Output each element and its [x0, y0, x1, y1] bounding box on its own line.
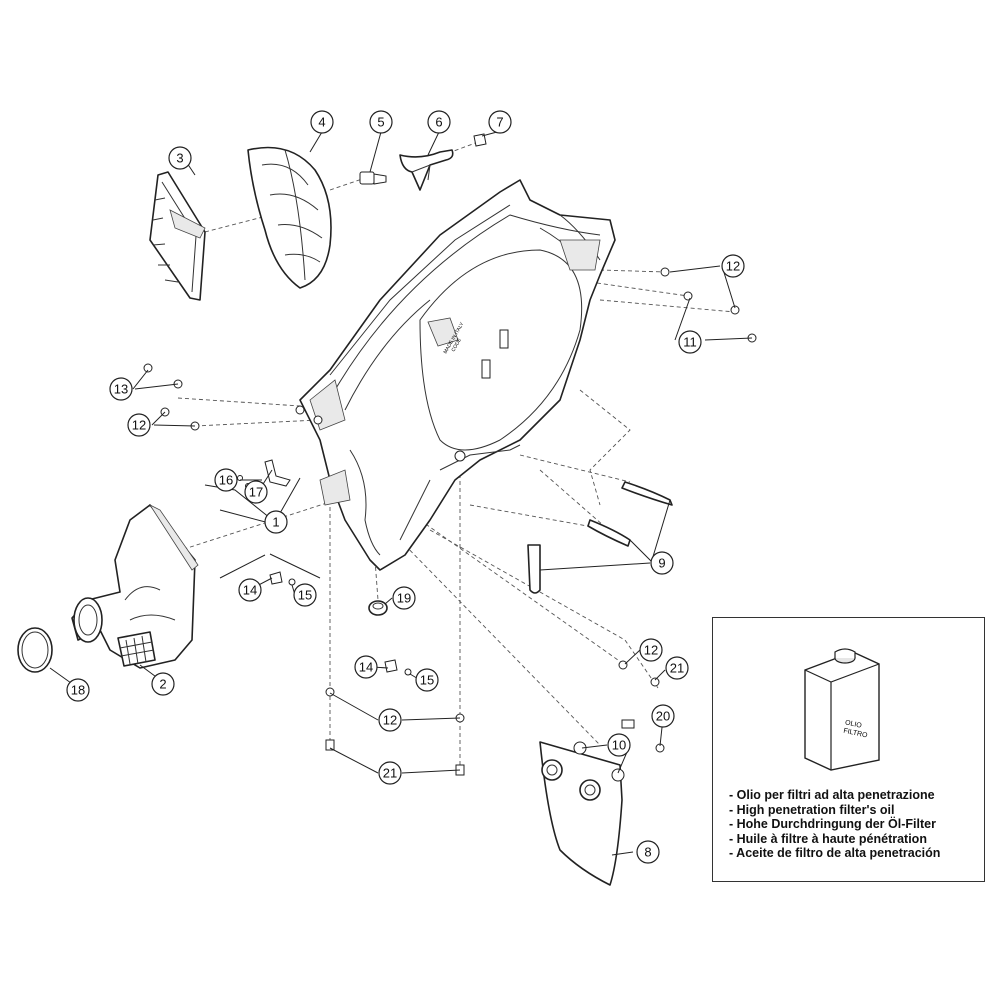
part-8-guard — [539, 741, 623, 886]
airbox-logo — [427, 317, 459, 347]
callout-1: 1 — [264, 510, 288, 534]
callout-3: 3 — [168, 146, 192, 170]
svg-text:19: 19 — [397, 591, 411, 606]
oil-can-label-line1: OLIO — [844, 719, 862, 729]
part-3-filter-cage — [149, 171, 206, 301]
callout-5: 5 — [369, 110, 393, 134]
callout-6: 6 — [427, 110, 451, 134]
callout-8: 8 — [636, 840, 660, 864]
callout-20: 20 — [651, 704, 675, 728]
callout-4: 4 — [310, 110, 334, 134]
note-line-es: - Aceite de filtro de alta penetración — [729, 846, 941, 861]
leader-lines — [49, 131, 753, 856]
callout-12-left: 12 — [127, 413, 151, 437]
part-4-air-filter — [247, 146, 332, 289]
part-5-screw — [359, 171, 387, 185]
svg-text:4: 4 — [318, 115, 325, 130]
note-line-fr: - Huile à filtre à haute pénétration — [729, 831, 927, 846]
callout-15-lower: 15 — [415, 668, 439, 692]
note-line-de: - Hohe Durchdringung der Öl-Filter — [729, 817, 936, 832]
callout-14-lower: 14 — [354, 655, 378, 679]
callout-13: 13 — [109, 377, 133, 401]
svg-text:21: 21 — [670, 661, 684, 676]
callout-18: 18 — [66, 678, 90, 702]
svg-text:1: 1 — [272, 515, 279, 530]
callout-11: 11 — [678, 330, 702, 354]
callout-12-top: 12 — [721, 254, 745, 278]
callout-16: 16 — [214, 468, 238, 492]
filter-oil-note: OLIO FILTRO - Olio per filtri ad alta pe… — [712, 617, 985, 882]
callout-15-upper: 15 — [293, 583, 317, 607]
part-1-airbox: MADE IN ITALY CODE — [295, 179, 616, 571]
svg-text:8: 8 — [644, 845, 651, 860]
svg-text:20: 20 — [656, 709, 670, 724]
part-7-small-clip — [473, 133, 487, 147]
svg-text:15: 15 — [420, 673, 434, 688]
callout-19: 19 — [392, 586, 416, 610]
callout-7: 7 — [488, 110, 512, 134]
svg-text:12: 12 — [383, 713, 397, 728]
callout-21-bottom: 21 — [378, 761, 402, 785]
note-line-it: - Olio per filtri ad alta penetrazione — [729, 788, 935, 802]
svg-text:12: 12 — [726, 259, 740, 274]
callout-9: 9 — [650, 551, 674, 575]
callout-21-right: 21 — [665, 656, 689, 680]
part-9-drain-tubes — [527, 481, 673, 594]
note-line-en: - High penetration filter's oil — [729, 802, 895, 817]
svg-text:14: 14 — [243, 583, 257, 598]
svg-text:13: 13 — [114, 382, 128, 397]
callout-12-bottom: 12 — [378, 708, 402, 732]
callout-12-right: 12 — [639, 638, 663, 662]
svg-text:2: 2 — [159, 677, 166, 692]
part-6-spring-clip — [399, 149, 454, 191]
oil-note-text: - Olio per filtri ad alta penetrazione -… — [729, 788, 940, 861]
svg-text:16: 16 — [219, 473, 233, 488]
oil-can-icon: OLIO FILTRO — [804, 648, 880, 771]
svg-text:3: 3 — [176, 151, 183, 166]
svg-text:6: 6 — [435, 115, 442, 130]
part-19-grommet — [368, 600, 388, 616]
svg-text:9: 9 — [658, 556, 665, 571]
svg-text:21: 21 — [383, 766, 397, 781]
svg-text:14: 14 — [359, 660, 373, 675]
svg-text:18: 18 — [71, 683, 85, 698]
svg-text:7: 7 — [496, 115, 503, 130]
svg-text:15: 15 — [298, 588, 312, 603]
callout-14-upper: 14 — [238, 578, 262, 602]
part-18-clamp — [17, 627, 53, 673]
svg-text:17: 17 — [249, 485, 263, 500]
svg-text:12: 12 — [132, 418, 146, 433]
callout-10: 10 — [607, 733, 631, 757]
callout-17: 17 — [244, 480, 268, 504]
svg-text:5: 5 — [377, 115, 384, 130]
svg-text:10: 10 — [612, 738, 626, 753]
svg-text:12: 12 — [644, 643, 658, 658]
svg-text:11: 11 — [683, 335, 697, 350]
callout-2: 2 — [151, 672, 175, 696]
part-2-intake-duct — [71, 503, 199, 669]
